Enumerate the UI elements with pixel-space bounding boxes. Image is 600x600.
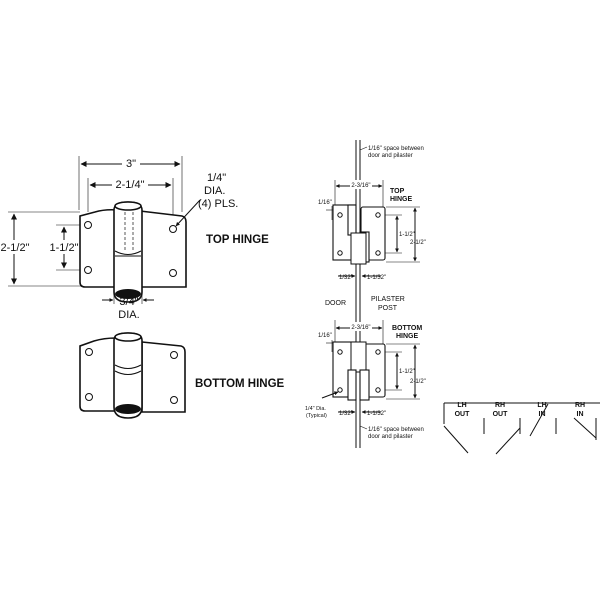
bottom-offset-label: 1/16"	[318, 333, 332, 339]
swing-legend-rh-out-line1: RH	[495, 402, 505, 409]
swing-legend-rh-in-door	[573, 417, 597, 439]
mounting-hole	[170, 351, 178, 359]
mounting-hole	[85, 348, 93, 356]
top-hinge-drawing: 3" 2-1/4" 2-1/2" 1-1/2"	[1, 156, 238, 321]
bottom-gap-note-line2: door and pilaster	[368, 434, 413, 440]
overall-width-label: 3"	[126, 158, 136, 170]
mounting-hole	[169, 225, 177, 233]
mounting-hole	[84, 266, 92, 274]
top-hole-spacing-label: 1-1/2"	[399, 232, 415, 238]
hole-dia-line1: 1/4"	[207, 172, 226, 184]
swing-legend-lh-out-line1: LH	[457, 402, 466, 409]
bottom-hinge-small-line1: BOTTOM	[392, 325, 422, 332]
pilaster-label-line2: POST	[378, 305, 398, 312]
hole-spacing-height-label: 1-1/2"	[50, 242, 79, 254]
barrel-dia-line1: 3/4"	[119, 296, 138, 308]
bottom-hinge-small-line2: HINGE	[396, 333, 419, 340]
swing-legend: LH OUT RH OUT LH IN RH IN	[443, 402, 600, 455]
bottom-width-label: 2-3/16"	[351, 325, 370, 331]
mounting-hole	[85, 393, 93, 401]
bottom-left-edge-label: 1/32"	[339, 411, 353, 417]
bottom-height-label: 2-1/2"	[410, 379, 426, 385]
bottom-hinge-drawing	[79, 332, 186, 419]
hole-note-line2: (Typical)	[306, 413, 327, 419]
top-offset-label: 1/16"	[318, 200, 332, 206]
swing-legend-lh-out-line2: OUT	[455, 411, 471, 418]
swing-legend-lh-out-door	[443, 425, 469, 454]
top-hinge-label: TOP HINGE	[206, 234, 269, 246]
bottom-hinge-label: BOTTOM HINGE	[195, 378, 285, 390]
hole-note-line1: 1/4" Dia.	[305, 406, 326, 412]
top-width-label: 2-3/16"	[351, 183, 370, 189]
bottom-gap-note-line1: 1/16" space between	[368, 427, 424, 433]
hole-spacing-width-label: 2-1/4"	[116, 179, 145, 191]
bottom-right-edge-label: 1-1/32"	[367, 411, 386, 417]
hole-dia-line2: DIA.	[204, 185, 225, 197]
top-height-label: 2-1/2"	[410, 240, 426, 246]
top-left-edge-label: 1/32"	[339, 275, 353, 281]
pilaster-label-line1: PILASTER	[371, 296, 405, 303]
swing-legend-rh-in-line1: RH	[575, 402, 585, 409]
mounting-hole	[84, 221, 92, 229]
barrel-dia-line2: DIA.	[118, 309, 139, 321]
door-label: DOOR	[325, 300, 346, 307]
swing-legend-rh-in-line2: IN	[577, 411, 584, 418]
top-gap-note-line1: 1/16" space between	[368, 146, 424, 152]
hole-dia-line3: (4) PLS.	[198, 198, 238, 210]
mounting-hole	[170, 396, 178, 404]
swing-legend-lh-in-line1: LH	[537, 402, 546, 409]
mounting-hole	[169, 269, 177, 277]
overall-height-label: 2-1/2"	[1, 242, 30, 254]
top-gap-note-line2: door and pilaster	[368, 153, 413, 159]
swing-legend-rh-out-line2: OUT	[493, 411, 509, 418]
top-hinge-small-line1: TOP	[390, 188, 405, 195]
swing-legend-lh-in-door	[529, 403, 549, 437]
top-hinge-small-line2: HINGE	[390, 196, 413, 203]
installation-elevation: 1/16" space between door and pilaster 2-…	[305, 140, 426, 448]
top-right-edge-label: 1-1/32"	[367, 275, 386, 281]
bottom-hole-spacing-label: 1-1/2"	[399, 369, 415, 375]
swing-legend-rh-out-door	[495, 427, 521, 455]
